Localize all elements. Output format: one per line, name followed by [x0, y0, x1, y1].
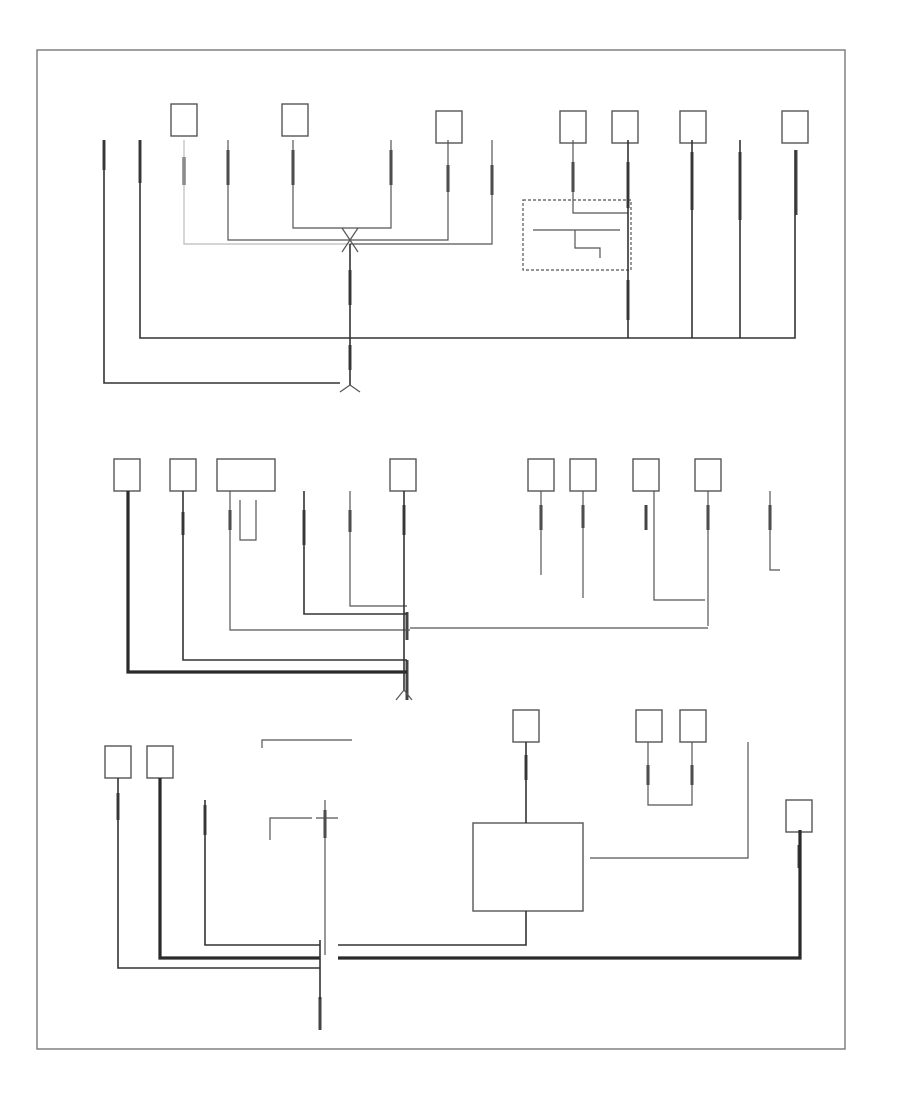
component-box: [389, 458, 417, 492]
diagram-border: [36, 49, 846, 1050]
component-box: [113, 458, 141, 492]
component-box: [679, 110, 707, 144]
relay-box: [522, 199, 632, 271]
bottom-section: [104, 709, 813, 1030]
middle-section: [113, 458, 780, 701]
component-box: [281, 103, 309, 137]
component-box: [169, 458, 197, 492]
component-box: [635, 709, 663, 743]
component-box: [694, 458, 722, 492]
module-box: [472, 822, 584, 912]
component-box: [785, 799, 813, 833]
component-box: [170, 103, 198, 137]
component-box: [435, 110, 463, 144]
ground-label-bracket: [261, 739, 352, 748]
component-box: [679, 709, 707, 743]
component-box: [527, 458, 555, 492]
component-box: [512, 709, 540, 743]
component-box: [146, 745, 174, 779]
component-box: [104, 745, 132, 779]
component-box: [569, 458, 597, 492]
component-box: [611, 110, 639, 144]
top-section: [102, 103, 809, 393]
component-box: [559, 110, 587, 144]
component-box: [632, 458, 660, 492]
component-box: [781, 110, 809, 144]
component-box: [216, 458, 276, 492]
